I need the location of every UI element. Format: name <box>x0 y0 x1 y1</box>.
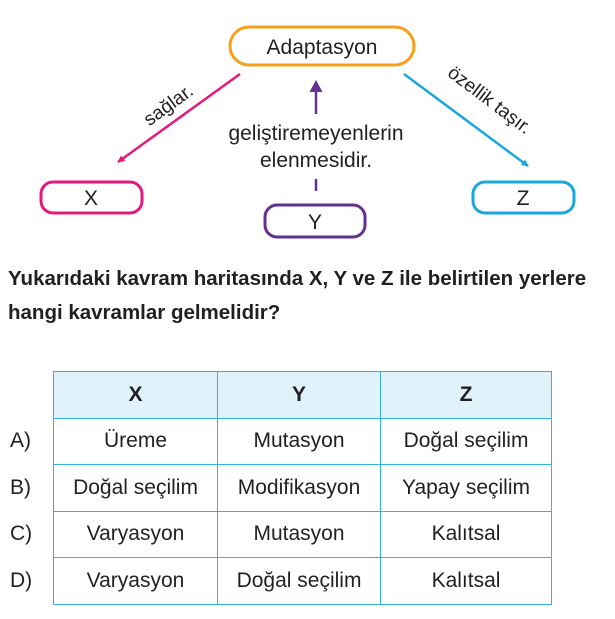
option-label-c[interactable]: C) <box>10 522 33 545</box>
cell-b-x: Doğal seçilim <box>53 464 218 512</box>
cell-c-y: Mutasyon <box>217 510 381 558</box>
edge-middle-label-line1: geliştiremeyenlerin <box>228 122 403 145</box>
node-adaptasyon: Adaptasyon <box>228 25 416 67</box>
cell-a-z: Doğal seçilim <box>380 417 552 465</box>
node-x-label: X <box>84 187 98 210</box>
cell-c-x: Varyasyon <box>53 510 218 558</box>
option-letters: A) B) C) D) <box>10 418 32 604</box>
edge-middle-label-line2: elenmesidir. <box>260 149 372 172</box>
cell-d-z: Kalıtsal <box>380 557 552 605</box>
option-label-a[interactable]: A) <box>10 429 31 452</box>
edge-left-label: sağlar. <box>140 81 198 131</box>
option-label-b[interactable]: B) <box>10 475 31 499</box>
node-z: Z <box>471 180 576 215</box>
question-text: Yukarıdaki kavram haritasında X, Y ve Z … <box>8 267 587 324</box>
node-y: Y <box>263 203 367 239</box>
node-y-label: Y <box>308 211 322 234</box>
table-header-row: X Y Z <box>53 371 552 419</box>
cell-d-y: Doğal seçilim <box>217 557 381 605</box>
cell-a-x: Üreme <box>53 417 218 465</box>
option-label-d[interactable]: D) <box>10 568 33 592</box>
cell-a-y: Mutasyon <box>217 417 381 465</box>
edge-left-arrow <box>117 72 241 164</box>
node-x: X <box>39 180 144 215</box>
table-row-a: Üreme Mutasyon Doğal seçilim <box>53 417 552 465</box>
table-row-c: Varyasyon Mutasyon Kalıtsal <box>53 510 552 558</box>
node-z-label: Z <box>517 187 530 210</box>
table-row-d: Varyasyon Doğal seçilim Kalıtsal <box>53 557 552 605</box>
concept-map: Adaptasyon sağlar. özellik taşır. gelişt… <box>39 25 576 239</box>
cell-b-y: Modifikasyon <box>217 464 381 512</box>
edge-right-arrow <box>403 72 529 168</box>
answer-table: X Y Z Üreme Mutasyon Doğal seçilim Doğal… <box>53 371 552 605</box>
header-x: X <box>53 371 218 419</box>
edge-right-label: özellik taşır. <box>443 62 535 139</box>
header-y: Y <box>217 371 381 419</box>
cell-c-z: Kalıtsal <box>380 510 552 558</box>
header-z: Z <box>380 371 552 419</box>
cell-d-x: Varyasyon <box>53 557 218 605</box>
edge-middle-arrowhead <box>309 80 323 92</box>
cell-b-z: Yapay seçilim <box>380 464 552 512</box>
table-row-b: Doğal seçilim Modifikasyon Yapay seçilim <box>53 464 552 512</box>
node-adaptasyon-label: Adaptasyon <box>267 36 378 59</box>
